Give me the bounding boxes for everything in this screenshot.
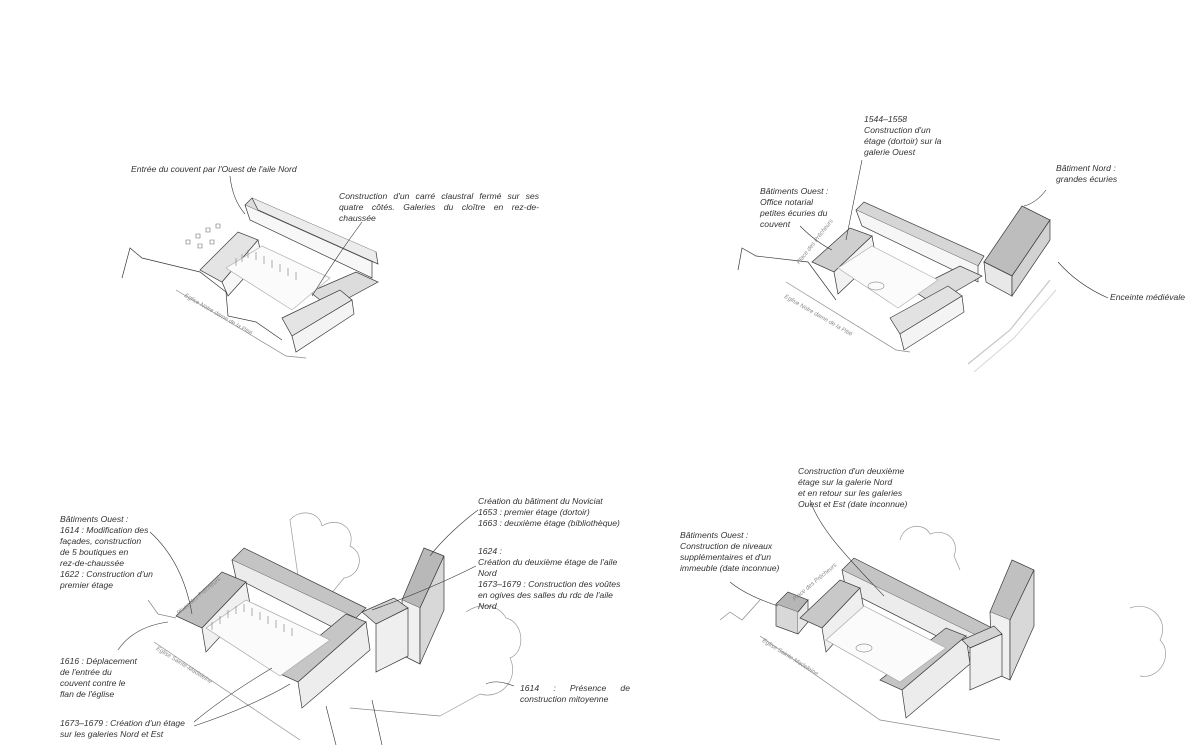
annotation-1616: 1616 : Déplacement de l'entrée du couven… (60, 656, 137, 699)
annotation-west-buildings: Bâtiments Ouest : Office notarial petite… (760, 186, 829, 229)
annotation-cloister: Construction d'un carré claustral fermé … (339, 191, 539, 223)
annotation-west-buildings: Bâtiments Ouest : 1614 : Modification de… (60, 514, 153, 590)
annotation-enceinte: Enceinte médiévale (1110, 292, 1186, 302)
annotation-second-floor: Construction d'un deuxième étage sur la … (798, 466, 908, 509)
annotation-1614: 1614 : Présence de construction mitoyenn… (520, 683, 630, 704)
annotation-1624: 1624 : Création du deuxième étage de l'a… (478, 546, 621, 611)
annotation-west-buildings: Bâtiments Ouest : Construction de niveau… (680, 530, 780, 573)
annotation-1544: 1544–1558 Construction d'un étage (dorto… (864, 114, 942, 157)
annotation-1673: 1673–1679 : Création d'un étage sur les … (60, 718, 185, 739)
annotation-entry: Entrée du couvent par l'Ouest de l'aile … (131, 164, 297, 174)
annotation-north-building: Bâtiment Nord : grandes écuries (1056, 163, 1118, 184)
annotation-noviciat: Création du bâtiment du Noviciat 1653 : … (478, 496, 620, 528)
